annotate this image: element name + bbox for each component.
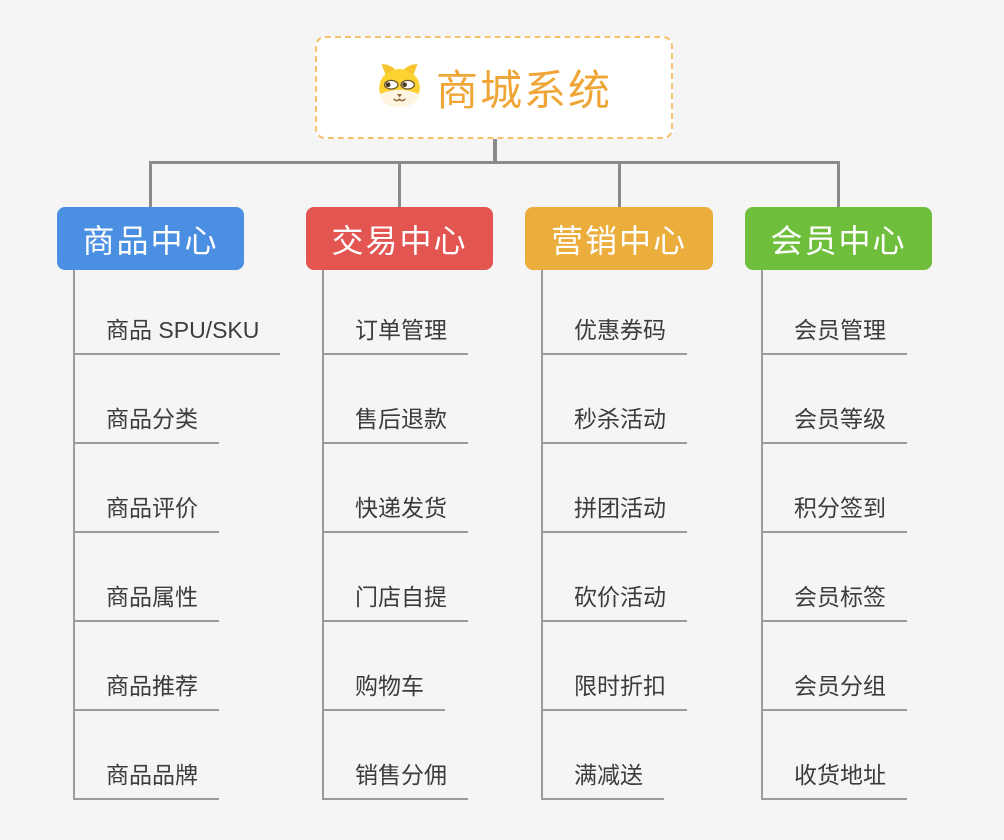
- leaf-node[interactable]: 售后退款: [322, 402, 468, 444]
- leaf-node[interactable]: 商品品牌: [73, 758, 219, 800]
- leaf-node[interactable]: 商品分类: [73, 402, 219, 444]
- connector-drop-products: [149, 161, 152, 207]
- leaf-node[interactable]: 会员标签: [761, 580, 907, 622]
- leaf-node[interactable]: 快递发货: [322, 491, 468, 533]
- leaf-node[interactable]: 会员管理: [761, 313, 907, 355]
- root-node-title: 商城系统: [435, 67, 612, 114]
- branch-node-trade-center[interactable]: 交易中心: [306, 207, 493, 270]
- leaf-node[interactable]: 拼团活动: [541, 491, 687, 533]
- branch-label: 商品中心: [82, 222, 219, 259]
- spine-member-center: [761, 270, 763, 800]
- branch-label: 营销中心: [550, 222, 687, 259]
- branch-connector-bus: [149, 161, 840, 164]
- branch-node-member-center[interactable]: 会员中心: [745, 207, 932, 270]
- branch-node-marketing-center[interactable]: 营销中心: [525, 207, 713, 270]
- leaf-node[interactable]: 会员等级: [761, 402, 907, 444]
- leaf-node[interactable]: 订单管理: [322, 313, 468, 355]
- leaf-node[interactable]: 砍价活动: [541, 580, 687, 622]
- spine-marketing-center: [541, 270, 543, 800]
- leaf-node[interactable]: 商品属性: [73, 580, 219, 622]
- leaf-node[interactable]: 商品评价: [73, 491, 219, 533]
- leaf-node[interactable]: 优惠券码: [541, 313, 687, 355]
- connector-drop-marketing: [618, 161, 621, 207]
- leaf-node[interactable]: 限时折扣: [541, 669, 687, 711]
- branch-label: 交易中心: [331, 222, 468, 259]
- spine-trade-center: [322, 270, 324, 800]
- leaf-node[interactable]: 门店自提: [322, 580, 468, 622]
- leaf-node[interactable]: 秒杀活动: [541, 402, 687, 444]
- branch-label: 会员中心: [770, 222, 907, 259]
- leaf-node[interactable]: 销售分佣: [322, 758, 468, 800]
- root-node-mall-system[interactable]: 商城系统: [315, 36, 673, 139]
- leaf-node[interactable]: 收货地址: [761, 758, 907, 800]
- leaf-node[interactable]: 购物车: [322, 669, 445, 711]
- branch-node-product-center[interactable]: 商品中心: [57, 207, 244, 270]
- root-connector-stem: [493, 138, 497, 162]
- leaf-node[interactable]: 会员分组: [761, 669, 907, 711]
- spine-product-center: [73, 270, 75, 800]
- leaf-node[interactable]: 商品推荐: [73, 669, 219, 711]
- leaf-node[interactable]: 满减送: [541, 758, 664, 800]
- leaf-node[interactable]: 积分签到: [761, 491, 907, 533]
- connector-drop-member: [837, 161, 840, 207]
- connector-drop-trade: [398, 161, 401, 207]
- leaf-node[interactable]: 商品 SPU/SKU: [73, 313, 281, 355]
- dog-face-icon: [376, 62, 423, 114]
